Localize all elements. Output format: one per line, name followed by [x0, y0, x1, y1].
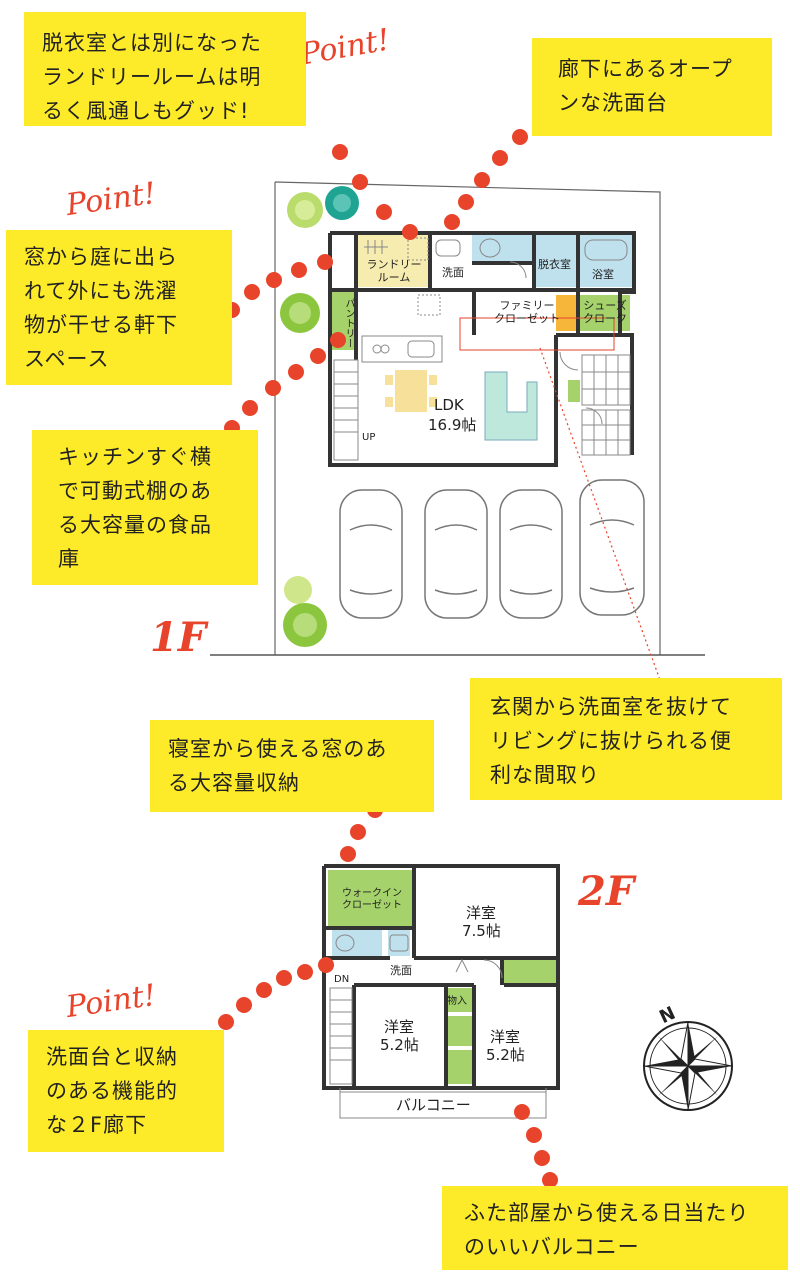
dining-table	[395, 370, 427, 412]
label-balcony: バルコニー	[396, 1096, 471, 1114]
tree-icons	[280, 186, 359, 647]
label-western1: 洋室	[466, 904, 497, 922]
circulation-connector	[539, 347, 661, 681]
floor2-plan	[322, 864, 560, 1119]
note-circulation: 玄関から洗面室を抜けて リビングに抜けられる便 利な間取り	[470, 678, 782, 800]
label-walkin: ウォークイン クローゼット	[342, 888, 402, 911]
label-shoe-cloak: シューズ クローク	[583, 299, 627, 325]
room-dressing	[536, 235, 580, 287]
note-eaves-text: 窓から庭に出ら れて外にも洗濯 物が干せる軒下 スペース	[24, 245, 178, 371]
label-pantry: パントリー	[343, 298, 354, 348]
lot-outline	[210, 181, 705, 656]
parking-cars	[339, 479, 645, 619]
note-eaves: 窓から庭に出ら れて外にも洗濯 物が干せる軒下 スペース	[6, 230, 232, 385]
label-western1-size: 7.5帖	[462, 922, 501, 940]
note-laundry-text: 脱衣室とは別になった ランドリールームは明 るく風通しもグッド!	[42, 31, 262, 123]
floor1-plan	[328, 231, 636, 467]
label-bath: 浴室	[592, 268, 614, 281]
label-washroom-2f: 洗面	[390, 964, 412, 977]
label-western3-size: 5.2帖	[486, 1046, 525, 1064]
label-laundry: ランドリー ルーム	[366, 258, 422, 284]
note-sink-text: 廊下にあるオープ ンな洗面台	[558, 57, 733, 115]
room-bath	[580, 235, 632, 287]
room-storage	[446, 988, 472, 1012]
note-pantry-text: キッチンすぐ横 で可動式棚のあ る大容量の食品 庫	[58, 445, 212, 571]
label-storage: 物入	[447, 996, 467, 1007]
room-toilet	[472, 235, 532, 263]
note-circulation-text: 玄関から洗面室を抜けて リビングに抜けられる便 利な間取り	[490, 695, 732, 787]
highlight-frame	[459, 317, 615, 351]
note-closet-text: 寝室から使える窓のあ る大容量収納	[168, 737, 388, 795]
label-ldk-size: 16.9帖	[428, 416, 477, 434]
note-hall2f-text: 洗面台と収納 のある機能的 な２F廊下	[46, 1045, 178, 1137]
label-dn: DN	[334, 974, 350, 985]
label-up: UP	[362, 432, 376, 443]
label-western2-size: 5.2帖	[380, 1036, 419, 1054]
note-balcony: ふた部屋から使える日当たり のいいバルコニー	[442, 1186, 788, 1270]
note-closet: 寝室から使える窓のあ る大容量収納	[150, 720, 434, 812]
note-sink: 廊下にあるオープ ンな洗面台	[532, 38, 772, 136]
label-western3: 洋室	[490, 1028, 521, 1046]
label-dressing: 脱衣室	[538, 258, 571, 271]
label-ldk: LDK	[434, 396, 464, 414]
room-western-7-5	[416, 868, 556, 956]
sofa	[484, 371, 538, 441]
room-walkin-closet	[328, 870, 414, 926]
note-laundry: 脱衣室とは別になった ランドリールームは明 るく風通しもグッド!	[24, 12, 306, 126]
floor2-label: 2F	[578, 868, 635, 915]
label-western2: 洋室	[384, 1018, 415, 1036]
note-balcony-text: ふた部屋から使える日当たり のいいバルコニー	[464, 1201, 750, 1259]
note-pantry: キッチンすぐ横 で可動式棚のあ る大容量の食品 庫	[32, 430, 258, 585]
room-laundry	[358, 235, 430, 287]
compass-icon	[643, 1021, 733, 1111]
note-hall2f: 洗面台と収納 のある機能的 な２F廊下	[28, 1030, 224, 1152]
floor1-label: 1F	[150, 614, 207, 661]
label-washroom-1f: 洗面	[442, 266, 464, 279]
label-family-closet: ファミリー クローゼット	[494, 299, 560, 325]
